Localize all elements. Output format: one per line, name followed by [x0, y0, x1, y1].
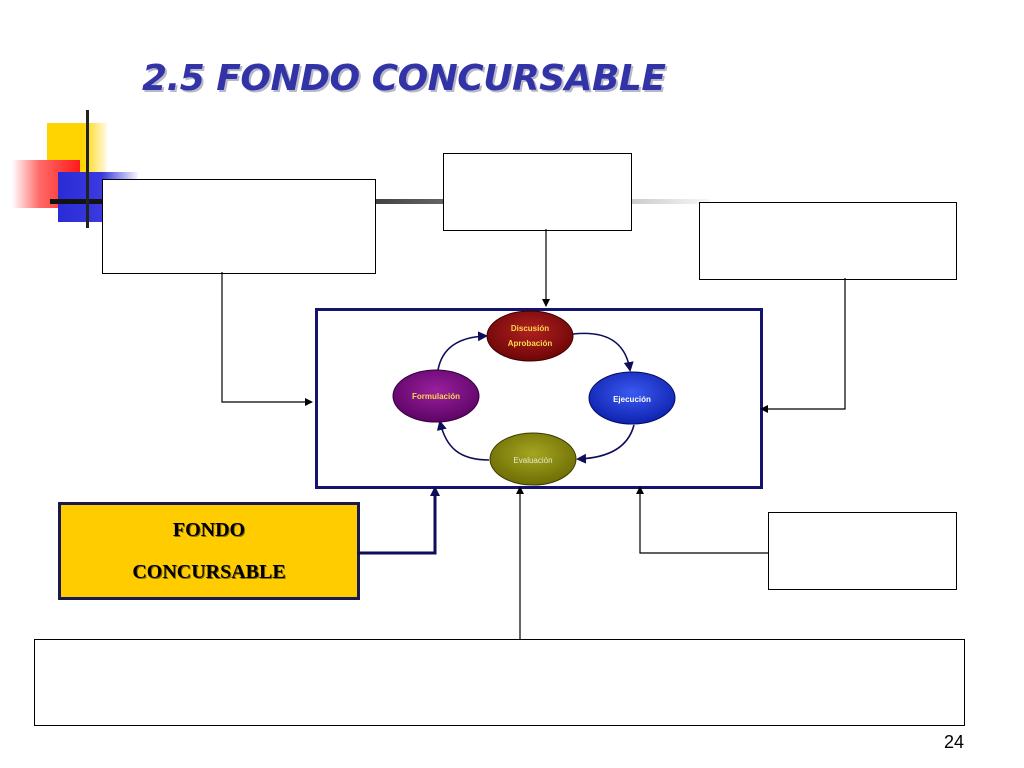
fondo-concursable-box: FONDO CONCURSABLE — [58, 502, 360, 600]
node-aprobacion-label: Aprobación — [508, 339, 553, 348]
empty-box-bottom — [34, 639, 965, 726]
node-formulacion: Formulación — [392, 369, 480, 423]
node-formulacion-label: Formulación — [412, 392, 460, 401]
node-evaluacion: Evaluación — [489, 432, 577, 486]
node-discusion-label: Discusión — [511, 324, 549, 333]
fondo-line1: FONDO — [172, 519, 246, 541]
connector-fondo — [357, 486, 440, 555]
node-ejecucion-label: Ejecución — [613, 395, 651, 404]
decor-vertical-line — [86, 110, 89, 228]
connector-right — [636, 486, 768, 554]
fondo-line2: CONCURSABLE — [132, 561, 286, 583]
empty-box-right — [768, 512, 957, 590]
connector-top-right — [760, 278, 846, 413]
cycle-frame — [315, 308, 763, 489]
cycle-arrow-eje-to-eva — [576, 424, 635, 464]
node-ejecucion: Ejecución — [588, 371, 676, 425]
cycle-arrow-disc-to-eje — [572, 332, 634, 372]
empty-box-top-left — [102, 179, 376, 274]
node-evaluacion-label: Evaluación — [513, 456, 552, 465]
empty-box-top-center — [443, 153, 632, 231]
connector-top-left — [221, 272, 313, 406]
node-discusion-aprobacion: Discusión Aprobación — [486, 310, 574, 362]
decor-horizontal-line — [50, 199, 710, 204]
cycle-arrow-for-to-disc — [437, 331, 488, 371]
cycle-arrow-eva-to-for — [436, 420, 490, 461]
empty-box-top-right — [699, 202, 957, 280]
page-number: 24 — [943, 732, 964, 752]
slide-title: 2.5 FONDO CONCURSABLE — [142, 58, 666, 99]
